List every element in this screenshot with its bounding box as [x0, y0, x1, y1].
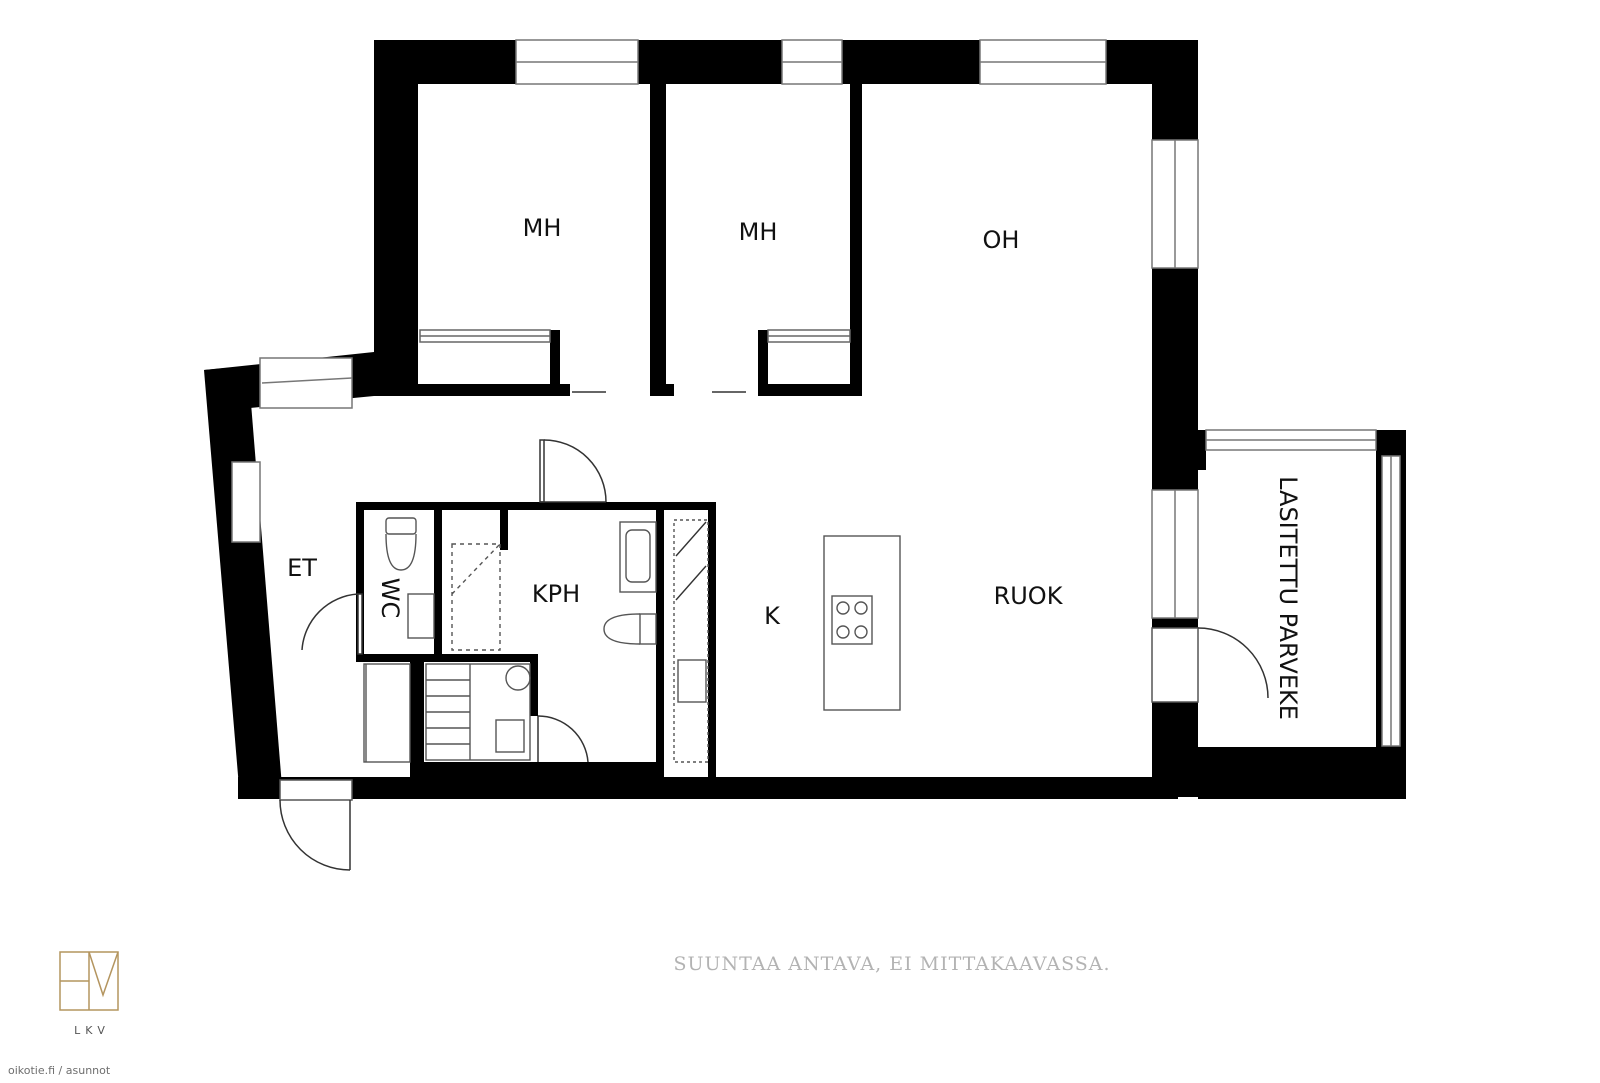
label-glazed-balcony: LASITETTU PARVEKE [1274, 476, 1302, 720]
kitchen-island [823, 535, 901, 711]
closets [419, 329, 851, 343]
window-entry-left [231, 461, 261, 543]
windows [231, 39, 1401, 747]
bathroom-toilet [639, 613, 657, 645]
cooktop [831, 595, 873, 645]
label-bedroom-1: MH [523, 214, 562, 242]
entry-wardrobe [363, 663, 411, 763]
label-kitchen: K [764, 602, 781, 630]
sauna-heater [505, 665, 531, 691]
wc-toilet [385, 517, 417, 535]
bathroom-sink [619, 521, 657, 593]
fixtures [363, 517, 901, 763]
logo-subtitle: LKV [74, 1024, 110, 1037]
label-bedroom-2: MH [739, 218, 778, 246]
label-dining: RUOK [994, 582, 1064, 610]
doors [279, 391, 1269, 871]
label-living-room: OH [983, 226, 1020, 254]
kitchen-counter [673, 519, 709, 763]
kitchen-sink [677, 659, 707, 703]
label-bathroom: KPH [532, 580, 580, 608]
credit-text: oikotie.fi / asunnot [8, 1064, 111, 1077]
lkv-logo: LKV [59, 951, 119, 1037]
sauna-stove [495, 719, 525, 753]
exterior-walls [204, 40, 1406, 799]
disclaimer-note: SUUNTAA ANTAVA, EI MITTAKAAVASSA. [673, 953, 1110, 975]
wc-sink [407, 593, 435, 639]
shower [451, 543, 501, 651]
label-wc: WC [376, 578, 404, 619]
label-entry: ET [287, 554, 317, 582]
interior-walls [356, 84, 862, 777]
